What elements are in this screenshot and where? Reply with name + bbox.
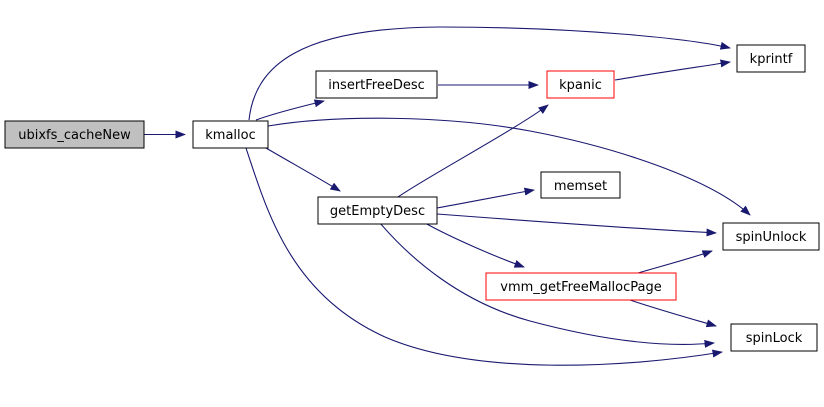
node-insertFreeDesc[interactable]: insertFreeDesc: [315, 70, 438, 99]
node-getEmptyDesc-label: getEmptyDesc: [330, 204, 425, 219]
node-insertFreeDesc-label: insertFreeDesc: [328, 78, 425, 93]
edge-kmalloc-insertFreeDesc: [255, 99, 325, 121]
edge-kmalloc-spinUnlock: [267, 117, 751, 216]
node-kprintf-label: kprintf: [750, 52, 793, 67]
edge-vmm_getFreeMallocPage-spinUnlock: [637, 250, 713, 274]
edge-kmalloc-spinLock: [245, 147, 723, 366]
node-spinUnlock[interactable]: spinUnlock: [722, 222, 820, 251]
node-ubixfs_cacheNew: ubixfs_cacheNew: [4, 120, 145, 149]
edge-getEmptyDesc-spinUnlock: [436, 213, 717, 237]
edge-kmalloc-getEmptyDesc: [265, 147, 341, 192]
node-kpanic-label: kpanic: [559, 78, 602, 93]
edge-getEmptyDesc-memset: [436, 187, 535, 209]
node-memset[interactable]: memset: [540, 171, 621, 199]
node-vmm_getFreeMallocPage-label: vmm_getFreeMallocPage: [500, 280, 661, 295]
edge-getEmptyDesc-kpanic: [397, 104, 549, 198]
node-kpanic[interactable]: kpanic: [546, 70, 615, 99]
node-layer: ubixfs_cacheNew kmalloc insertFreeDesc k…: [4, 44, 820, 352]
node-spinLock-label: spinLock: [746, 331, 803, 346]
edge-getEmptyDesc-spinLock: [379, 222, 715, 348]
node-kprintf[interactable]: kprintf: [736, 44, 806, 73]
edge-kmalloc-kprintf: [248, 26, 731, 121]
node-getEmptyDesc[interactable]: getEmptyDesc: [317, 196, 438, 225]
node-kmalloc[interactable]: kmalloc: [192, 120, 269, 149]
edge-getEmptyDesc-vmm_getFreeMallocPage: [424, 222, 525, 268]
node-vmm_getFreeMallocPage[interactable]: vmm_getFreeMallocPage: [485, 272, 677, 301]
edge-vmm_getFreeMallocPage-spinLock: [629, 299, 717, 328]
node-memset-label: memset: [554, 179, 607, 194]
node-spinUnlock-label: spinUnlock: [736, 230, 807, 245]
node-ubixfs_cacheNew-label: ubixfs_cacheNew: [18, 128, 131, 143]
node-spinLock[interactable]: spinLock: [730, 323, 818, 352]
node-kmalloc-label: kmalloc: [205, 128, 255, 143]
edge-kpanic-kprintf: [614, 59, 731, 81]
edge-layer: [144, 26, 751, 366]
